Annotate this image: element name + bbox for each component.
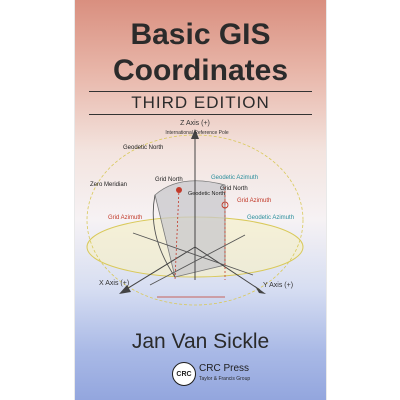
meridian-curve <box>152 194 176 278</box>
geodetic-azimuth-top-label: Geodetic Azimuth <box>211 175 258 181</box>
coordinate-diagram: Z Axis (+) International Reference Pole … <box>86 120 304 306</box>
reference-pole-label: International Reference Pole <box>165 130 229 136</box>
y-axis-label: Y Axis (+) <box>263 282 293 289</box>
octant-wedge <box>154 180 226 278</box>
geodetic-north-center-label: Geodetic North <box>188 191 225 197</box>
title-line-1: Basic GIS <box>130 18 271 51</box>
grid-north-line <box>174 188 180 281</box>
publisher-name: CRC Press <box>199 363 250 374</box>
grid-azimuth-left-label: Grid Azimuth <box>108 215 142 221</box>
edition-rule-bottom <box>89 114 312 115</box>
point-p <box>176 187 182 193</box>
publisher-subtitle: Taylor & Francis Group <box>199 376 251 382</box>
geodetic-north-top-label: Geodetic North <box>123 145 163 151</box>
z-axis-label: Z Axis (+) <box>180 120 210 127</box>
grid-azimuth-right-label: Grid Azimuth <box>237 198 271 204</box>
grid-north-right-label: Grid North <box>220 186 248 192</box>
author-name: Jan Van Sickle <box>131 330 270 353</box>
book-cover: Basic GIS Coordinates THIRD EDITION Z Ax… <box>75 0 326 400</box>
x-axis-label: X Axis (+) <box>99 280 129 287</box>
title-line-2: Coordinates <box>112 54 289 87</box>
edition-rule-top <box>89 91 312 92</box>
x-axis-line <box>124 246 196 291</box>
y-axis-line <box>194 246 261 291</box>
diag-line-b <box>149 234 246 286</box>
edition-label: THIRD EDITION <box>131 93 270 112</box>
diag-line-a <box>132 232 254 276</box>
x-axis-arrow <box>119 285 131 294</box>
zero-meridian-label: Zero Meridian <box>90 182 127 188</box>
geodetic-azimuth-right-label: Geodetic Azimuth <box>247 215 294 221</box>
y-axis-arrow <box>255 286 266 294</box>
crc-logo-icon: CRC <box>172 362 196 386</box>
z-axis-arrow <box>191 129 199 139</box>
point-q <box>221 201 229 209</box>
grid-north-left-label: Grid North <box>155 177 183 183</box>
